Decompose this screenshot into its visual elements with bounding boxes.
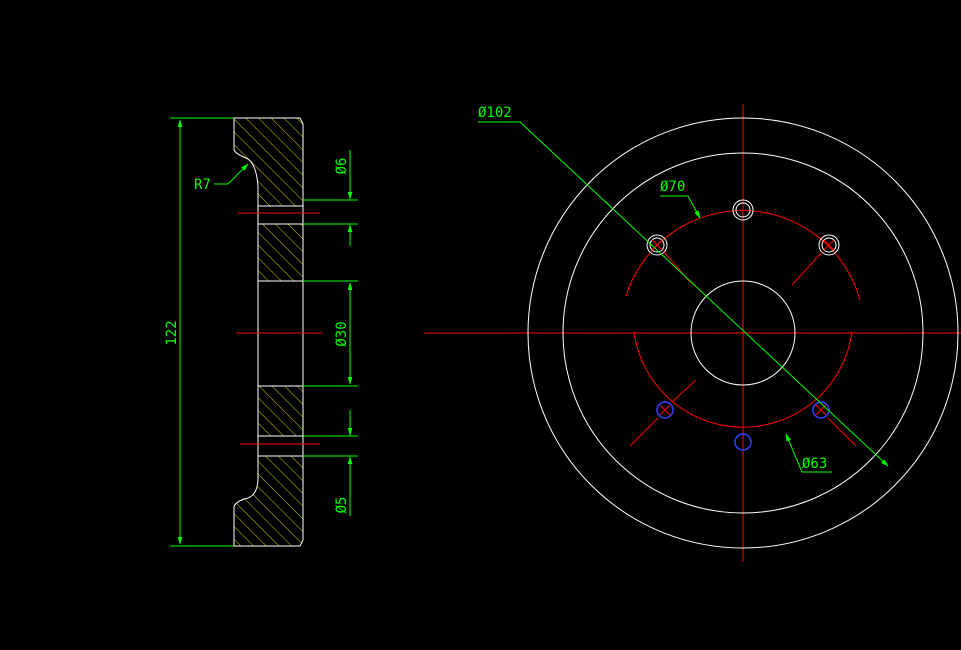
side-outline: [233, 117, 304, 547]
section-hatch-top: [234, 118, 303, 206]
dim-height-label: 122: [164, 320, 180, 345]
bolt-hole-bottom-center: [734, 433, 752, 451]
side-view: 122 R7 Ø6 Ø30 Ø5: [164, 117, 358, 547]
bolt-circle-top-arc: [625, 210, 861, 301]
bolt-circle-bottom-arc: [633, 331, 853, 428]
bolt-hole-bottom-left: [629, 379, 697, 447]
front-view: Ø102 Ø70 Ø63: [424, 104, 961, 562]
outer-diameter-leader: [478, 121, 889, 467]
radius-leader: [214, 163, 249, 185]
bolt-circle-bottom-leader: [785, 433, 832, 473]
outer-diameter-arrow-stub: [605, 201, 613, 209]
bolt-circle-top-leader: [660, 195, 701, 219]
bolt-hole-top-center: [732, 199, 754, 221]
bolt-hole-bottom-right: [812, 401, 857, 447]
section-hatch-mid-lower: [258, 386, 303, 436]
bolt-circle-bottom-label: Ø63: [802, 456, 827, 472]
hole-top-label: Ø6: [334, 158, 350, 175]
section-hatch-bottom: [234, 456, 303, 546]
section-hatch-mid-upper: [258, 224, 303, 281]
bore-label: Ø30: [334, 321, 350, 346]
hole-bottom-label: Ø5: [334, 497, 350, 514]
bolt-circle-top-label: Ø70: [660, 179, 685, 195]
outer-circle: [527, 117, 959, 549]
bore-circle: [690, 280, 796, 386]
inner-rim-circle: [562, 152, 924, 514]
outer-diameter-label: Ø102: [478, 105, 512, 121]
bolt-hole-top-right: [791, 234, 840, 286]
radius-label: R7: [194, 177, 211, 193]
